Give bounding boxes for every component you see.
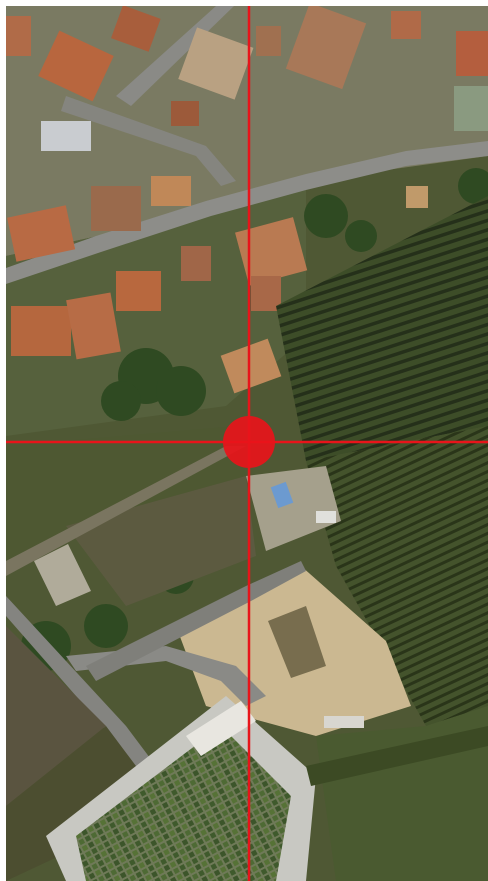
agricultural-field bbox=[6, 726, 166, 881]
house-roof bbox=[391, 11, 421, 39]
house-roof bbox=[171, 101, 199, 126]
agricultural-field bbox=[66, 476, 256, 606]
agricultural-field bbox=[6, 626, 106, 806]
house-roof bbox=[151, 176, 191, 206]
house-roof bbox=[256, 26, 281, 56]
location-marker bbox=[223, 416, 275, 468]
house-roof bbox=[251, 276, 281, 311]
vehicle bbox=[324, 716, 364, 728]
house-roof bbox=[11, 306, 71, 356]
house-roof bbox=[456, 31, 488, 76]
satellite-map-view[interactable] bbox=[6, 6, 488, 881]
house-roof bbox=[116, 271, 161, 311]
house-roof bbox=[406, 186, 428, 208]
dirt-pit bbox=[268, 606, 326, 678]
house-roof bbox=[41, 121, 91, 151]
road bbox=[6, 596, 186, 816]
house-roof bbox=[91, 186, 141, 231]
farmhouse bbox=[34, 544, 91, 606]
road bbox=[86, 561, 306, 681]
house-roof bbox=[285, 6, 367, 90]
compound bbox=[246, 466, 341, 551]
building bbox=[316, 511, 336, 523]
house-roof bbox=[181, 246, 211, 281]
cemetery-wall bbox=[186, 701, 256, 756]
cemetery-plots bbox=[76, 726, 291, 881]
vineyard-field bbox=[276, 196, 488, 461]
house-roof bbox=[66, 292, 121, 360]
field-strip bbox=[306, 726, 488, 786]
house-roof bbox=[7, 205, 76, 262]
house-roof bbox=[178, 27, 254, 100]
house-roof bbox=[454, 86, 488, 131]
house-roof bbox=[111, 6, 161, 52]
water-tank bbox=[270, 481, 294, 509]
house-roofs bbox=[6, 6, 488, 394]
house-roof bbox=[235, 217, 308, 286]
satellite-imagery bbox=[6, 6, 488, 881]
farm-track bbox=[6, 446, 246, 576]
house-roof bbox=[220, 338, 282, 394]
side-street bbox=[61, 96, 236, 186]
house-roof bbox=[38, 30, 114, 102]
main-road bbox=[6, 141, 488, 284]
vineyard-field bbox=[306, 426, 488, 726]
house-roof bbox=[6, 16, 31, 56]
